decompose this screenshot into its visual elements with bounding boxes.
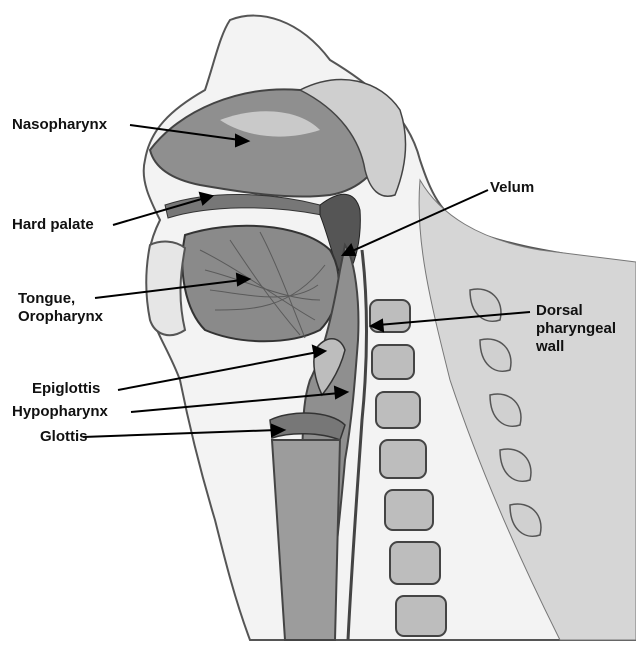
label-tongue-line1: Tongue, <box>18 290 103 308</box>
label-hard-palate: Hard palate <box>12 216 94 234</box>
label-dorsal-line1: Dorsal <box>536 302 616 320</box>
trachea <box>272 440 340 640</box>
label-tongue-oropharynx: Tongue, Oropharynx <box>18 290 103 326</box>
label-dorsal-pharyngeal-wall: Dorsal pharyngeal wall <box>536 302 616 356</box>
label-hypopharynx: Hypopharynx <box>12 403 108 421</box>
label-dorsal-line2: pharyngeal <box>536 320 616 338</box>
label-glottis: Glottis <box>40 428 88 446</box>
label-nasopharynx: Nasopharynx <box>12 116 107 134</box>
label-tongue-line2: Oropharynx <box>18 308 103 326</box>
label-velum: Velum <box>490 179 534 197</box>
label-dorsal-line3: wall <box>536 338 616 356</box>
label-epiglottis: Epiglottis <box>32 380 100 398</box>
